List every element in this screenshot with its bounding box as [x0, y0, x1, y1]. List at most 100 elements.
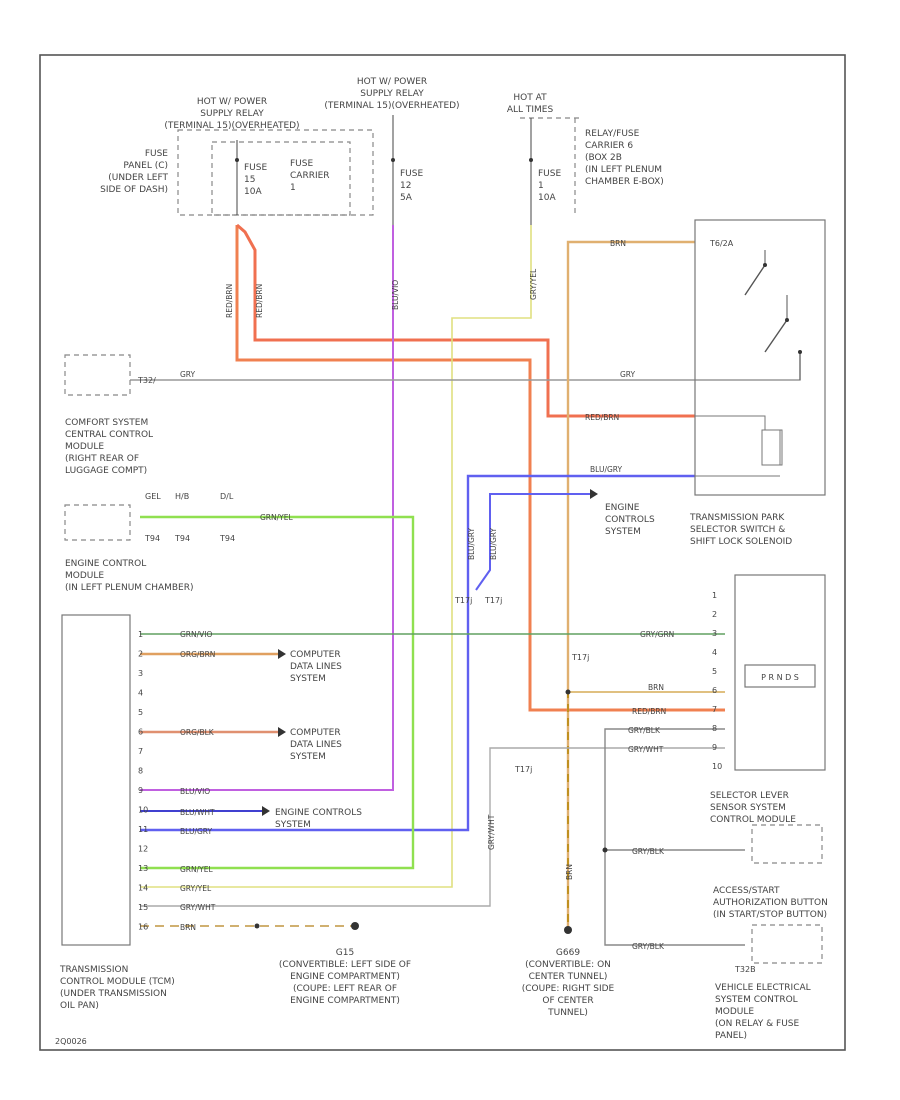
wire-brn-ground	[566, 240, 695, 930]
svg-text:BLU/WHT: BLU/WHT	[180, 808, 215, 817]
svg-text:T17j: T17j	[514, 765, 532, 774]
wire-gry-comfort	[130, 352, 801, 381]
svg-text:GRY/YEL: GRY/YEL	[180, 884, 212, 893]
svg-text:(COUPE: LEFT REAR OF: (COUPE: LEFT REAR OF	[293, 984, 397, 994]
svg-text:MODULE: MODULE	[65, 442, 104, 452]
ecm-box	[64, 504, 131, 541]
fuse-1: FUSE 1 10A	[529, 118, 561, 225]
svg-text:CARRIER 6: CARRIER 6	[585, 141, 633, 151]
ground-g669: G669 (CONVERTIBLE: ON CENTER TUNNEL) (CO…	[522, 926, 615, 1018]
svg-text:ENGINE COMPARTMENT): ENGINE COMPARTMENT)	[290, 972, 400, 982]
svg-text:RED/BRN: RED/BRN	[632, 707, 666, 716]
tcm-pin: 15	[138, 903, 148, 912]
tcm-pin: 8	[138, 767, 143, 776]
svg-text:SYSTEM: SYSTEM	[605, 527, 641, 537]
engine-controls-2: ENGINE CONTROLS SYSTEM	[262, 806, 362, 830]
svg-text:LUGGAGE COMPT): LUGGAGE COMPT)	[65, 466, 147, 476]
svg-text:12: 12	[400, 181, 411, 191]
wire-blu-vio	[140, 225, 394, 791]
prnds-pin: 1	[712, 591, 717, 600]
tcm-pin: 9	[138, 786, 143, 795]
svg-text:GRY/GRN: GRY/GRN	[640, 630, 674, 639]
svg-text:GEL: GEL	[145, 492, 161, 501]
svg-text:SHIFT LOCK SOLENOID: SHIFT LOCK SOLENOID	[690, 537, 792, 547]
wire-blu-gry-park	[140, 474, 695, 832]
wire-red-brn-b	[236, 223, 695, 418]
svg-text:RED/BRN: RED/BRN	[225, 284, 234, 318]
svg-text:10A: 10A	[244, 187, 262, 197]
svg-text:GRY/YEL: GRY/YEL	[529, 268, 538, 300]
svg-text:D/L: D/L	[220, 492, 234, 501]
wire-gry-yel	[140, 225, 532, 888]
svg-text:10A: 10A	[538, 193, 556, 203]
svg-text:(IN START/STOP BUTTON): (IN START/STOP BUTTON)	[713, 910, 827, 920]
svg-text:COMPUTER: COMPUTER	[290, 728, 341, 738]
svg-text:CENTER TUNNEL): CENTER TUNNEL)	[529, 972, 608, 982]
svg-text:T94: T94	[174, 534, 190, 543]
tcm-pin: 14	[138, 884, 148, 893]
svg-text:SELECTOR SWITCH &: SELECTOR SWITCH &	[690, 525, 785, 535]
svg-text:5A: 5A	[400, 193, 413, 203]
vecm-box	[751, 924, 823, 964]
svg-text:T17j: T17j	[454, 596, 472, 605]
prnds-module-box	[734, 574, 826, 771]
svg-text:(BOX 2B: (BOX 2B	[585, 153, 622, 163]
svg-text:COMFORT SYSTEM: COMFORT SYSTEM	[65, 418, 148, 428]
svg-text:(COUPE: RIGHT SIDE: (COUPE: RIGHT SIDE	[522, 984, 615, 994]
svg-text:P R N D S: P R N D S	[761, 673, 799, 682]
prnds-pin: 3	[712, 629, 717, 638]
wire-gry-wht	[140, 747, 725, 907]
tcm-pin: 13	[138, 864, 148, 873]
svg-text:BLU/GRY: BLU/GRY	[590, 465, 623, 474]
svg-text:ENGINE: ENGINE	[605, 503, 640, 513]
tcm-pin: 1	[138, 630, 143, 639]
svg-text:BLU/GRY: BLU/GRY	[467, 527, 476, 560]
fuse-12: FUSE 12 5A	[391, 115, 423, 225]
svg-text:(ON RELAY & FUSE: (ON RELAY & FUSE	[715, 1019, 800, 1029]
svg-text:BRN: BRN	[565, 864, 574, 880]
svg-text:GRN/YEL: GRN/YEL	[260, 513, 293, 522]
svg-text:(TERMINAL 15)(OVERHEATED): (TERMINAL 15)(OVERHEATED)	[324, 101, 459, 111]
svg-text:GRY/WHT: GRY/WHT	[487, 814, 496, 850]
svg-text:GRY: GRY	[620, 370, 636, 379]
svg-text:FUSE: FUSE	[145, 149, 168, 159]
wire-blu-gry-engine	[475, 493, 590, 591]
supply-relay2-label: HOT W/ POWER SUPPLY RELAY (TERMINAL 15)(…	[324, 77, 459, 111]
svg-text:SIDE OF DASH): SIDE OF DASH)	[100, 185, 168, 195]
tcm-pin: 16	[138, 923, 148, 932]
svg-text:15: 15	[244, 175, 255, 185]
park-switch-box	[694, 219, 826, 496]
svg-text:(UNDER LEFT: (UNDER LEFT	[108, 173, 168, 183]
svg-text:ORG/BLK: ORG/BLK	[180, 728, 215, 737]
splice-points	[254, 689, 608, 929]
svg-text:1: 1	[538, 181, 544, 191]
svg-text:SELECTOR LEVER: SELECTOR LEVER	[710, 791, 789, 801]
svg-text:(IN LEFT PLENUM CHAMBER): (IN LEFT PLENUM CHAMBER)	[65, 583, 194, 593]
park-switch-label: TRANSMISSION PARK SELECTOR SWITCH & SHIF…	[689, 513, 792, 547]
svg-text:CONTROL MODULE (TCM): CONTROL MODULE (TCM)	[60, 977, 175, 987]
svg-text:T94: T94	[219, 534, 235, 543]
access-start-label: ACCESS/START AUTHORIZATION BUTTON (IN ST…	[713, 886, 828, 920]
svg-text:ENGINE CONTROL: ENGINE CONTROL	[65, 559, 146, 569]
svg-text:RED/BRN: RED/BRN	[585, 413, 619, 422]
tcm-pin: 4	[138, 689, 143, 698]
prnds-pin: 4	[712, 648, 717, 657]
svg-text:T6/2A: T6/2A	[709, 239, 734, 248]
tcm-pin: 6	[138, 728, 143, 737]
svg-text:FUSE: FUSE	[538, 169, 561, 179]
prnds-display	[744, 664, 816, 688]
tcm-label: TRANSMISSION CONTROL MODULE (TCM) (UNDER…	[59, 965, 175, 1011]
svg-text:VEHICLE ELECTRICAL: VEHICLE ELECTRICAL	[715, 983, 811, 993]
svg-text:FUSE: FUSE	[400, 169, 423, 179]
svg-text:TUNNEL): TUNNEL)	[547, 1008, 588, 1018]
page-code: 2Q0026	[55, 1037, 87, 1046]
svg-text:CONTROL MODULE: CONTROL MODULE	[710, 815, 796, 825]
selector-module-label: SELECTOR LEVER SENSOR SYSTEM CONTROL MOD…	[710, 791, 796, 825]
svg-text:SYSTEM: SYSTEM	[275, 820, 311, 830]
svg-text:(IN LEFT PLENUM: (IN LEFT PLENUM	[585, 165, 662, 175]
computer-data-lines-1: COMPUTER DATA LINES SYSTEM	[278, 649, 342, 684]
svg-text:(RIGHT REAR OF: (RIGHT REAR OF	[65, 454, 139, 464]
svg-text:SYSTEM: SYSTEM	[290, 752, 326, 762]
svg-text:BLU/VIO: BLU/VIO	[391, 280, 400, 310]
